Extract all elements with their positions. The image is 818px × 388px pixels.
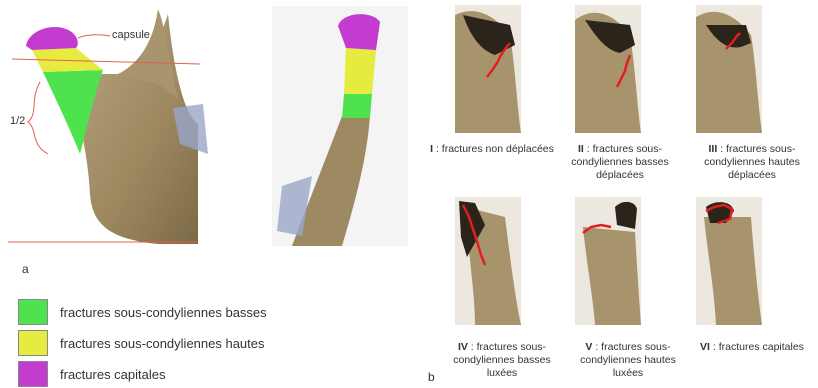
legend-item-low: fractures sous-condyliennes basses	[18, 298, 267, 326]
caption-VI-num: VI	[700, 341, 710, 353]
legend-text-head: fractures capitales	[60, 367, 166, 382]
fracture-thumb-II	[575, 5, 641, 133]
caption-VI: VI : fractures capitales	[690, 341, 814, 354]
panel-a-label: a	[22, 262, 29, 276]
legend-swatch-high	[18, 330, 48, 356]
caption-VI-text: : fractures capitales	[710, 341, 804, 353]
legend-text-high: fractures sous-condyliennes hautes	[60, 336, 265, 351]
caption-II: II : fractures sous-condyliennes basses …	[558, 143, 682, 182]
legend-text-low: fractures sous-condyliennes basses	[60, 305, 267, 320]
mandible-lateral-view: capsule 1/2	[8, 4, 208, 250]
caption-IV-num: IV	[458, 341, 468, 353]
legend-item-head: fractures capitales	[18, 360, 166, 388]
caption-I: I : fractures non déplacées	[430, 143, 554, 156]
caption-III: III : fractures sous-condyliennes hautes…	[690, 143, 814, 182]
caption-II-text: : fractures sous-condyliennes basses dép…	[571, 143, 668, 181]
panel-b-label: b	[428, 370, 435, 384]
caption-IV: IV : fractures sous-condyliennes basses …	[440, 341, 564, 380]
fracture-thumb-IV	[455, 197, 521, 325]
legend-item-high: fractures sous-condyliennes hautes	[18, 329, 265, 357]
caption-I-text: : fractures non déplacées	[433, 143, 554, 155]
half-label: 1/2	[10, 115, 25, 127]
caption-IV-text: : fractures sous-condyliennes basses lux…	[453, 341, 550, 379]
fracture-thumb-I	[455, 5, 521, 133]
mandible-posterior-view	[272, 6, 408, 246]
caption-V: V : fractures sous-condyliennes hautes l…	[566, 341, 690, 380]
posterior-zone-low	[342, 94, 372, 118]
caption-V-text: : fractures sous-condyliennes hautes lux…	[580, 341, 676, 379]
capsule-pointer	[78, 35, 110, 38]
fracture-thumb-V	[575, 197, 641, 325]
half-bracket	[28, 82, 48, 154]
posterior-zone-high	[344, 48, 376, 94]
caption-III-num: III	[709, 143, 718, 155]
zone-condylar-head	[26, 27, 78, 50]
fracture-thumb-III	[696, 5, 762, 133]
legend-swatch-head	[18, 361, 48, 387]
legend-swatch-low	[18, 299, 48, 325]
caption-III-text: : fractures sous-condyliennes hautes dép…	[704, 143, 800, 181]
capsule-label: capsule	[112, 29, 150, 41]
fracture-thumb-VI	[696, 197, 762, 325]
